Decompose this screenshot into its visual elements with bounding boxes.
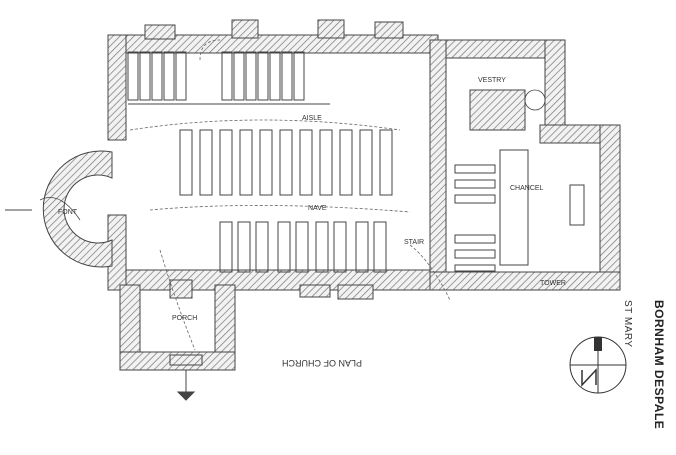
label-stair: STAIR [404,239,424,246]
label-font: FONT [58,209,78,216]
vestry-area [469,89,585,226]
apse [5,150,113,268]
pews-nave-lower [219,221,387,273]
pews-north [127,51,330,105]
saint-name: ST MARY [622,300,633,348]
room-labels: AISLE NAVE FONT CHANCEL VESTRY STAIR POR… [58,77,566,368]
chancel-stalls [454,149,529,272]
north-arrow-icon [569,336,627,394]
label-tower: TOWER [540,280,566,287]
label-aisle: AISLE [302,115,322,122]
porch-door [169,354,203,401]
pews-nave-upper [179,129,393,196]
label-vestry: VESTRY [478,77,506,84]
label-chancel: CHANCEL [510,185,544,192]
circulation-lines [129,39,451,351]
church-name: BORNHAM DESPALE [652,300,666,430]
plan-title: PLAN OF CHURCH [282,358,362,368]
label-porch: PORCH [172,315,197,322]
label-nave: NAVE [308,205,327,212]
